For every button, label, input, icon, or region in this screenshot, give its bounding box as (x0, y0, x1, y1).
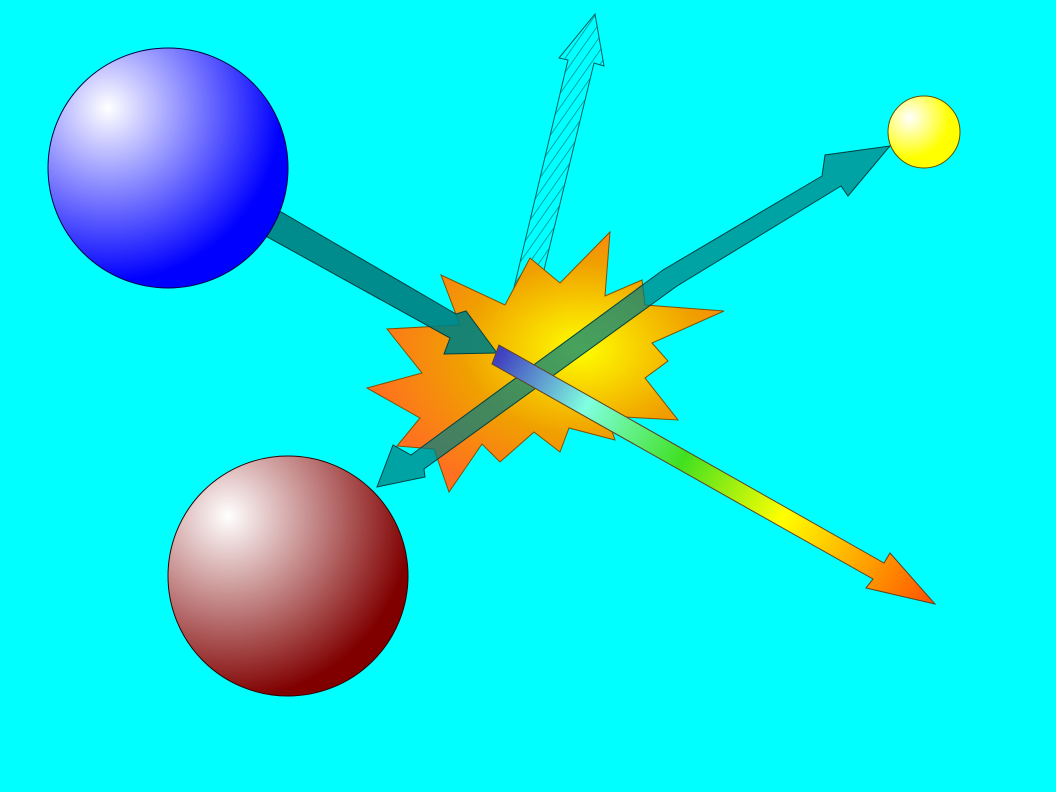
blue-sphere (47, 47, 289, 289)
incoming-arrow (261, 208, 498, 355)
yellow-sphere (887, 95, 961, 169)
spectrum-arrow (491, 344, 937, 605)
outgoing-arrow-yellow (376, 145, 892, 488)
red-sphere (167, 455, 409, 697)
